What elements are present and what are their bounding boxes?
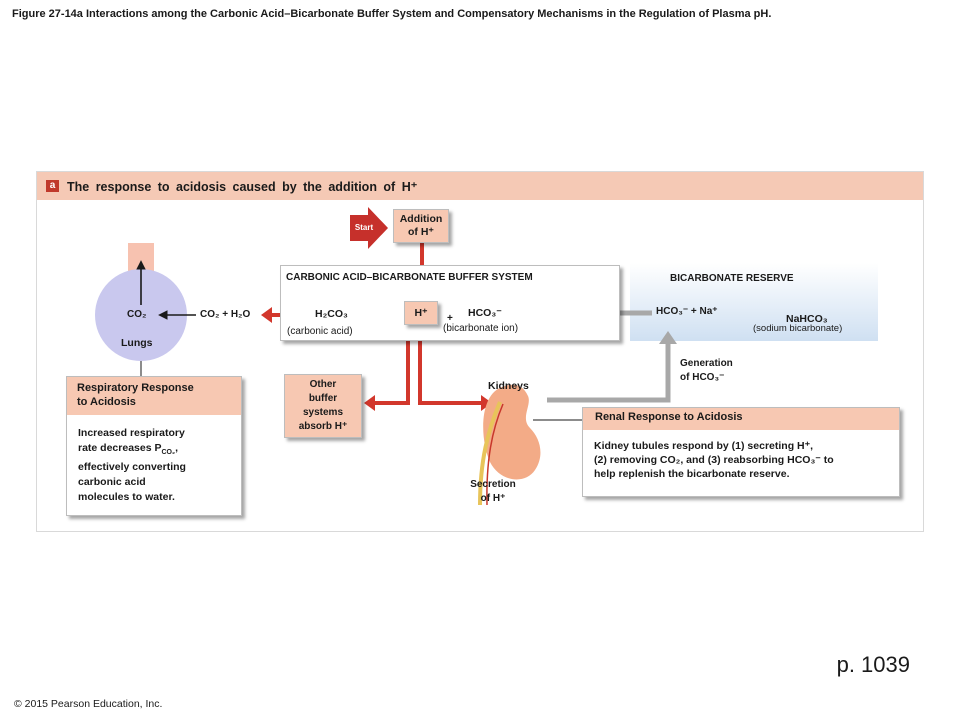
secretion-label: Secretion of H⁺ xyxy=(460,478,526,506)
renal-body: Kidney tubules respond by (1) secreting … xyxy=(594,439,834,481)
secretion-line1: Secretion xyxy=(470,479,516,490)
renal-line3: help replenish the bicarbonate reserve. xyxy=(594,468,790,480)
panel-title: The response to acidosis caused by the a… xyxy=(67,180,418,194)
buffer-system-title: CARBONIC ACID–BICARBONATE BUFFER SYSTEM xyxy=(286,272,533,283)
ureter-shape xyxy=(478,401,502,506)
bicarbonate-reserve-area xyxy=(630,263,878,341)
addition-of-h-box: Addition of H⁺ xyxy=(393,209,449,243)
h-to-other-buffers-arrow xyxy=(373,328,410,405)
buffer-system-box xyxy=(280,265,620,341)
addition-line1: Addition xyxy=(399,213,443,225)
secretion-line2: of H⁺ xyxy=(480,493,506,504)
generation-label: Generation of HCO₃⁻ xyxy=(680,357,733,385)
hco3-label: HCO₃⁻ xyxy=(468,307,502,319)
co2-water-label: CO₂ + H₂O xyxy=(200,309,251,320)
lungs-co2-label: CO₂ xyxy=(127,309,147,320)
respiratory-body-line5: molecules to water. xyxy=(78,491,175,504)
h2co3-name: (carbonic acid) xyxy=(287,326,353,337)
h-ion-label: H⁺ xyxy=(414,307,428,319)
panel-badge: a xyxy=(46,180,59,192)
generation-line2: of HCO₃⁻ xyxy=(680,372,725,383)
respiratory-body-line1: Increased respiratory xyxy=(78,427,185,439)
copyright: © 2015 Pearson Education, Inc. xyxy=(14,698,163,710)
kidney-to-reserve-arrow xyxy=(547,342,671,403)
hco3-name: (bicarbonate ion) xyxy=(443,323,519,334)
lungs-label: Lungs xyxy=(121,337,153,349)
start-arrow-shape xyxy=(350,207,388,249)
respiratory-title-line2: to Acidosis xyxy=(77,396,136,408)
other-line4: absorb H⁺ xyxy=(298,421,348,432)
respiratory-body-line3: effectively converting xyxy=(78,461,186,474)
panel-header xyxy=(37,172,923,200)
other-line3: systems xyxy=(302,407,344,418)
page-number: p. 1039 xyxy=(836,652,910,677)
h2co3-label: H₂CO₃ xyxy=(315,308,348,320)
respiratory-body-line2: rate decreases PCO₂, xyxy=(78,442,179,457)
h-to-kidney-arrow xyxy=(418,328,483,405)
kidneys-label: Kidneys xyxy=(488,380,529,392)
generation-line1: Generation xyxy=(680,358,733,369)
pco2-subscript: CO₂ xyxy=(161,449,176,457)
plus-sign: + xyxy=(447,313,453,324)
other-buffers-box: Other buffer systems absorb H⁺ xyxy=(284,374,362,438)
other-line2: buffer xyxy=(308,393,338,404)
reserve-ions: HCO₃⁻ + Na⁺ xyxy=(656,306,718,317)
reserve-salt-name: (sodium bicarbonate) xyxy=(753,323,843,334)
h-ion-box: H⁺ xyxy=(404,301,438,325)
start-label: Start xyxy=(354,223,374,232)
renal-line2: (2) removing CO₂, and (3) reabsorbing HC… xyxy=(594,454,834,466)
respiratory-title-line1: Respiratory Response xyxy=(77,382,194,394)
respiratory-body: Increased respiratory rate decreases PCO… xyxy=(78,426,186,505)
other-line1: Other xyxy=(309,379,337,390)
respiratory-header: Respiratory Response to Acidosis xyxy=(67,377,241,415)
reserve-salt: NaHCO₃ xyxy=(786,313,828,325)
lungs-shape xyxy=(95,269,187,361)
reserve-title: BICARBONATE RESERVE xyxy=(670,273,794,284)
respiratory-body-line4: carbonic acid xyxy=(78,476,146,489)
kidney-shape xyxy=(483,384,541,480)
addition-line2: of H⁺ xyxy=(408,226,434,238)
figure-caption: Figure 27-14a Interactions among the Car… xyxy=(12,8,772,20)
renal-line1: Kidney tubules respond by (1) secreting … xyxy=(594,440,814,452)
renal-header: Renal Response to Acidosis xyxy=(583,408,899,430)
